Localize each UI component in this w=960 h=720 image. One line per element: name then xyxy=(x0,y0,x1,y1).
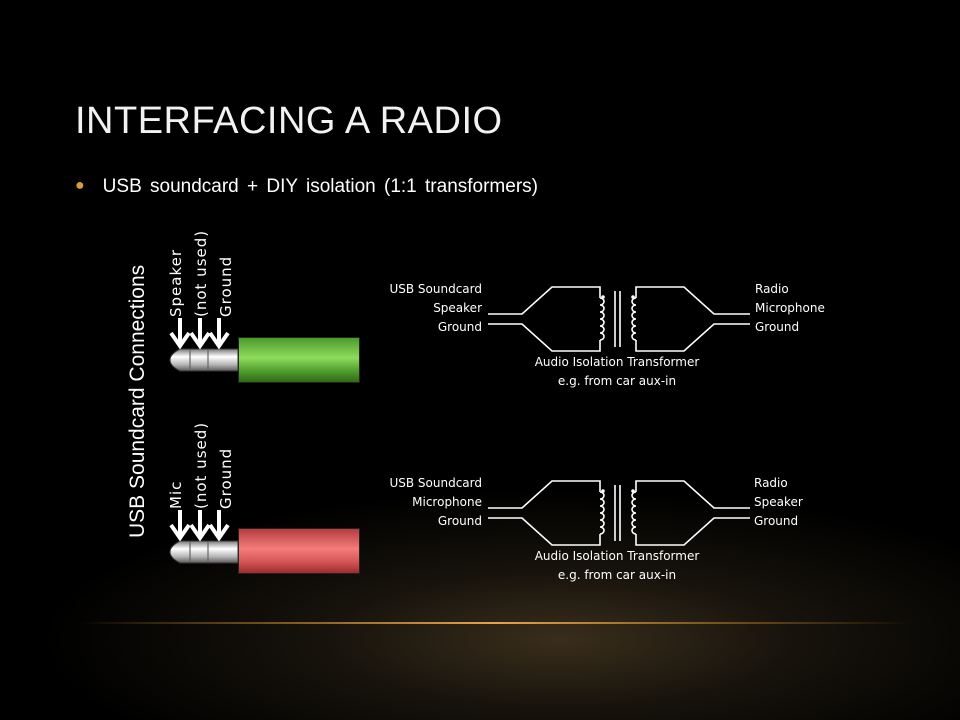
label-ground: Ground xyxy=(755,320,800,334)
circuit-2-caption: Audio Isolation Transformer e.g. from ca… xyxy=(517,547,717,585)
circuit-1-left-labels: USB Soundcard Speaker Ground xyxy=(389,280,482,337)
label-ground: Ground xyxy=(437,514,482,528)
bullet-item: ● USB soundcard + DIY isolation (1:1 tran… xyxy=(75,176,538,198)
label-speaker: Speaker xyxy=(754,495,803,509)
label-speaker: Speaker xyxy=(433,301,482,315)
slide-title: INTERFACING A RADIO xyxy=(75,100,503,142)
label-usb-soundcard: USB Soundcard xyxy=(389,282,482,296)
label-microphone: Microphone xyxy=(412,495,482,509)
circuit-1-right-labels: Radio Microphone Ground xyxy=(755,280,825,337)
plug-tip-2 xyxy=(169,540,239,564)
label-usb-soundcard: USB Soundcard xyxy=(389,476,482,490)
circuit-2-left-labels: USB Soundcard Microphone Ground xyxy=(389,474,482,531)
transformer-symbol-2 xyxy=(488,480,750,546)
pin-arrows-2 xyxy=(169,510,230,542)
transformer-symbol-1 xyxy=(488,286,750,352)
circuit-2-right-labels: Radio Speaker Ground xyxy=(754,474,803,531)
label-ground: Ground xyxy=(754,514,799,528)
caption-line-2: e.g. from car aux-in xyxy=(557,374,677,388)
caption-line-1: Audio Isolation Transformer xyxy=(534,355,700,369)
label-radio: Radio xyxy=(755,282,789,296)
circuit-1-caption: Audio Isolation Transformer e.g. from ca… xyxy=(517,353,717,391)
caption-line-1: Audio Isolation Transformer xyxy=(534,549,700,563)
label-ground: Ground xyxy=(437,320,482,334)
glow-divider xyxy=(80,622,910,624)
label-microphone: Microphone xyxy=(755,301,825,315)
bullet-text: USB soundcard + DIY isolation (1:1 trans… xyxy=(102,176,538,197)
green-plug-body xyxy=(238,337,360,383)
plug-tip-1 xyxy=(169,348,239,372)
bullet-dot-icon: ● xyxy=(75,177,85,194)
pin-arrows-1 xyxy=(169,318,230,350)
caption-line-2: e.g. from car aux-in xyxy=(557,568,677,582)
label-radio: Radio xyxy=(754,476,788,490)
